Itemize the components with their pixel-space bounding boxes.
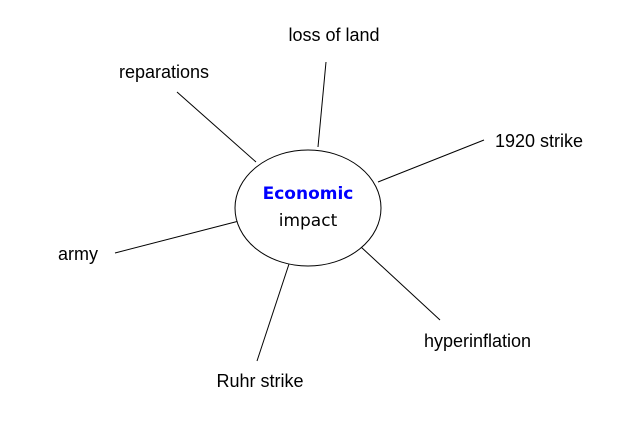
branch-label-reparations: reparations (119, 62, 209, 82)
branch-label-hyperinflation: hyperinflation (424, 331, 531, 351)
branch-line-hyperinflation (360, 246, 441, 321)
branch-label-loss-of-land: loss of land (288, 25, 379, 45)
center-title: Economic (263, 184, 354, 204)
branch-line-loss-of-land (317, 61, 327, 148)
branch-label-ruhr-strike: Ruhr strike (216, 371, 303, 391)
branch-label-1920-strike: 1920 strike (495, 131, 583, 151)
branch-line-1920-strike (377, 139, 485, 183)
branch-line-reparations (176, 91, 257, 163)
branch-label-army: army (58, 244, 98, 264)
branch-line-army (114, 220, 240, 254)
center-ellipse (234, 149, 382, 267)
center-subtitle: impact (279, 211, 338, 231)
branch-line-ruhr-strike (256, 263, 290, 362)
